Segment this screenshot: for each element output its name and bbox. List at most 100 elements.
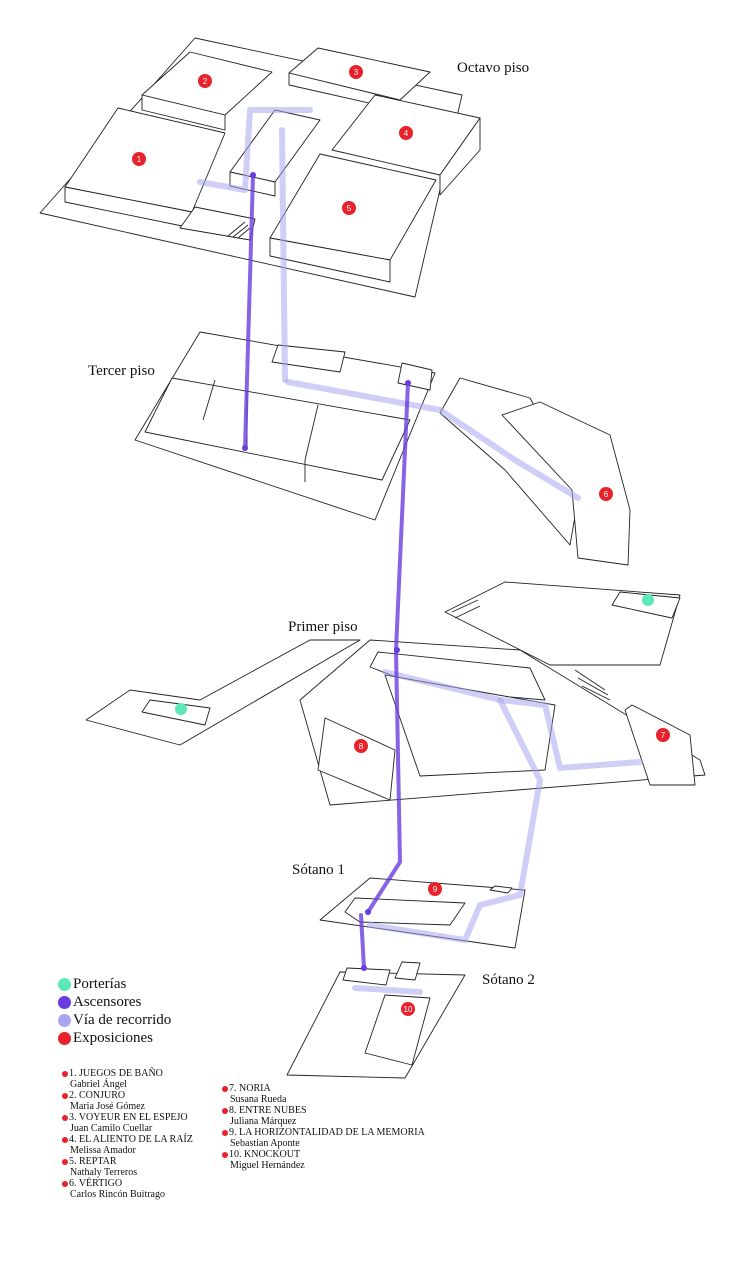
via-recorrido-tercer	[285, 379, 581, 501]
via-recorrido-sotano2	[352, 985, 423, 995]
exhibition-marker-number: 4	[404, 129, 409, 138]
work-title-row: 3. VOYEUR EN EL ESPEJO	[62, 1112, 193, 1123]
work-title: 6. VÉRTIGO	[69, 1178, 123, 1189]
work-title-row: 8. ENTRE NUBES	[222, 1105, 425, 1116]
floor-label-tercer: Tercer piso	[88, 363, 155, 379]
legend-item-exposiciones: Exposiciones	[58, 1029, 171, 1047]
porterias-layer	[175, 594, 654, 715]
legend-item-ascensores: Ascensores	[58, 993, 171, 1011]
exhibition-marker-circle	[599, 487, 613, 501]
routes-layer	[197, 107, 643, 995]
sotano2-stairs	[394, 961, 421, 981]
work-title-row: 10. KNOCKOUT	[222, 1149, 425, 1160]
exhibition-marker-6: 6	[599, 487, 613, 501]
route-dot-icon	[58, 1013, 71, 1027]
porteria-marker	[642, 594, 654, 606]
work-title-row: 2. CONJURO	[62, 1090, 193, 1101]
work-title-row: 7. NORIA	[222, 1083, 425, 1094]
octavo-room-4-side	[439, 117, 481, 196]
work-artist: Susana Rueda	[230, 1094, 287, 1105]
exhibition-marker-number: 1	[137, 155, 142, 164]
exhibition-marker-circle	[132, 152, 146, 166]
work-title-row: 4. EL ALIENTO DE LA RAÍZ	[62, 1134, 193, 1145]
exhibition-marker-9: 9	[428, 882, 442, 896]
exhibition-marker-circle	[401, 1002, 415, 1016]
elevator-dot	[405, 380, 411, 386]
floor-tercer	[134, 331, 631, 566]
elevator-dot-icon	[58, 995, 71, 1009]
legend-item-via: Vía de recorrido	[58, 1011, 171, 1029]
primer-room-7	[624, 704, 696, 786]
work-title: 4. EL ALIENTO DE LA RAÍZ	[69, 1134, 193, 1145]
via-recorrido-primer	[382, 669, 643, 771]
exhibition-dot-icon	[222, 1151, 228, 1158]
floor-label-octavo: Octavo piso	[457, 60, 530, 76]
exhibition-marker-circle	[428, 882, 442, 896]
work-title: 8. ENTRE NUBES	[229, 1105, 307, 1116]
tercer-rooms	[144, 377, 411, 481]
floor-sotano2	[286, 961, 466, 1079]
work-artist: Nathaly Terreros	[70, 1167, 138, 1178]
ascensor-sotano1-sotano2	[359, 913, 366, 970]
sotano1-exit	[489, 885, 513, 894]
exhibition-marker-10: 10	[401, 1002, 415, 1016]
work-title: 2. CONJURO	[69, 1090, 126, 1101]
legend-label: Exposiciones	[73, 1030, 153, 1046]
exhibition-marker-circle	[354, 739, 368, 753]
exhibition-dot-icon	[58, 1031, 71, 1045]
work-title: 5. REPTAR	[69, 1156, 117, 1167]
exhibition-dot-icon	[222, 1107, 228, 1114]
work-artist: Sebastian Aponte	[230, 1138, 300, 1149]
work-title-row: 1. JUEGOS DE BAÑO	[62, 1068, 193, 1079]
exhibition-marker-5: 5	[342, 201, 356, 215]
exhibition-marker-number: 9	[433, 885, 438, 894]
work-title-row: 6. VÉRTIGO	[62, 1178, 193, 1189]
exhibition-marker-1: 1	[132, 152, 146, 166]
exhibition-marker-number: 2	[203, 77, 208, 86]
exhibition-marker-number: 8	[359, 742, 364, 751]
floor-label-sotano1: Sótano 1	[292, 862, 345, 878]
work-title: 7. NORIA	[229, 1083, 271, 1094]
elevator-dot	[250, 172, 256, 178]
exhibition-marker-8: 8	[354, 739, 368, 753]
primer-left-entrance	[141, 699, 211, 726]
exhibition-marker-2: 2	[198, 74, 212, 88]
via-recorrido-primer-to-sotano1	[367, 697, 543, 943]
legend-label: Porterías	[73, 976, 127, 992]
exhibition-dot-icon	[62, 1070, 68, 1077]
work-artist: Gabriel Ángel	[70, 1079, 127, 1090]
legend: Porterías Ascensores Vía de recorrido Ex…	[58, 975, 171, 1047]
elevator-dot	[242, 445, 248, 451]
tercer-room-6	[501, 401, 631, 566]
ascensor-octavo-tercer	[243, 173, 255, 450]
floor-octavo	[39, 37, 481, 298]
porteria-dot-icon	[58, 977, 71, 991]
work-artist: Juan Camilo Cuellar	[70, 1123, 153, 1134]
floor-label-sotano2: Sótano 2	[482, 972, 535, 988]
primer-room-8	[317, 717, 396, 801]
exhibition-marker-3: 3	[349, 65, 363, 79]
exhibition-marker-circle	[656, 728, 670, 742]
elevator-dot	[394, 647, 400, 653]
work-artist: Juliana Márquez	[230, 1116, 297, 1127]
tercer-stairs	[271, 344, 346, 373]
work-title-row: 5. REPTAR	[62, 1156, 193, 1167]
exhibition-marker-circle	[399, 126, 413, 140]
porteria-marker	[175, 703, 187, 715]
exhibition-dot-icon	[62, 1180, 68, 1187]
stair-lines	[227, 221, 251, 239]
work-title-row: 9. LA HORIZONTALIDAD DE LA MEMORIA	[222, 1127, 425, 1138]
exhibition-dot-icon	[62, 1158, 68, 1165]
